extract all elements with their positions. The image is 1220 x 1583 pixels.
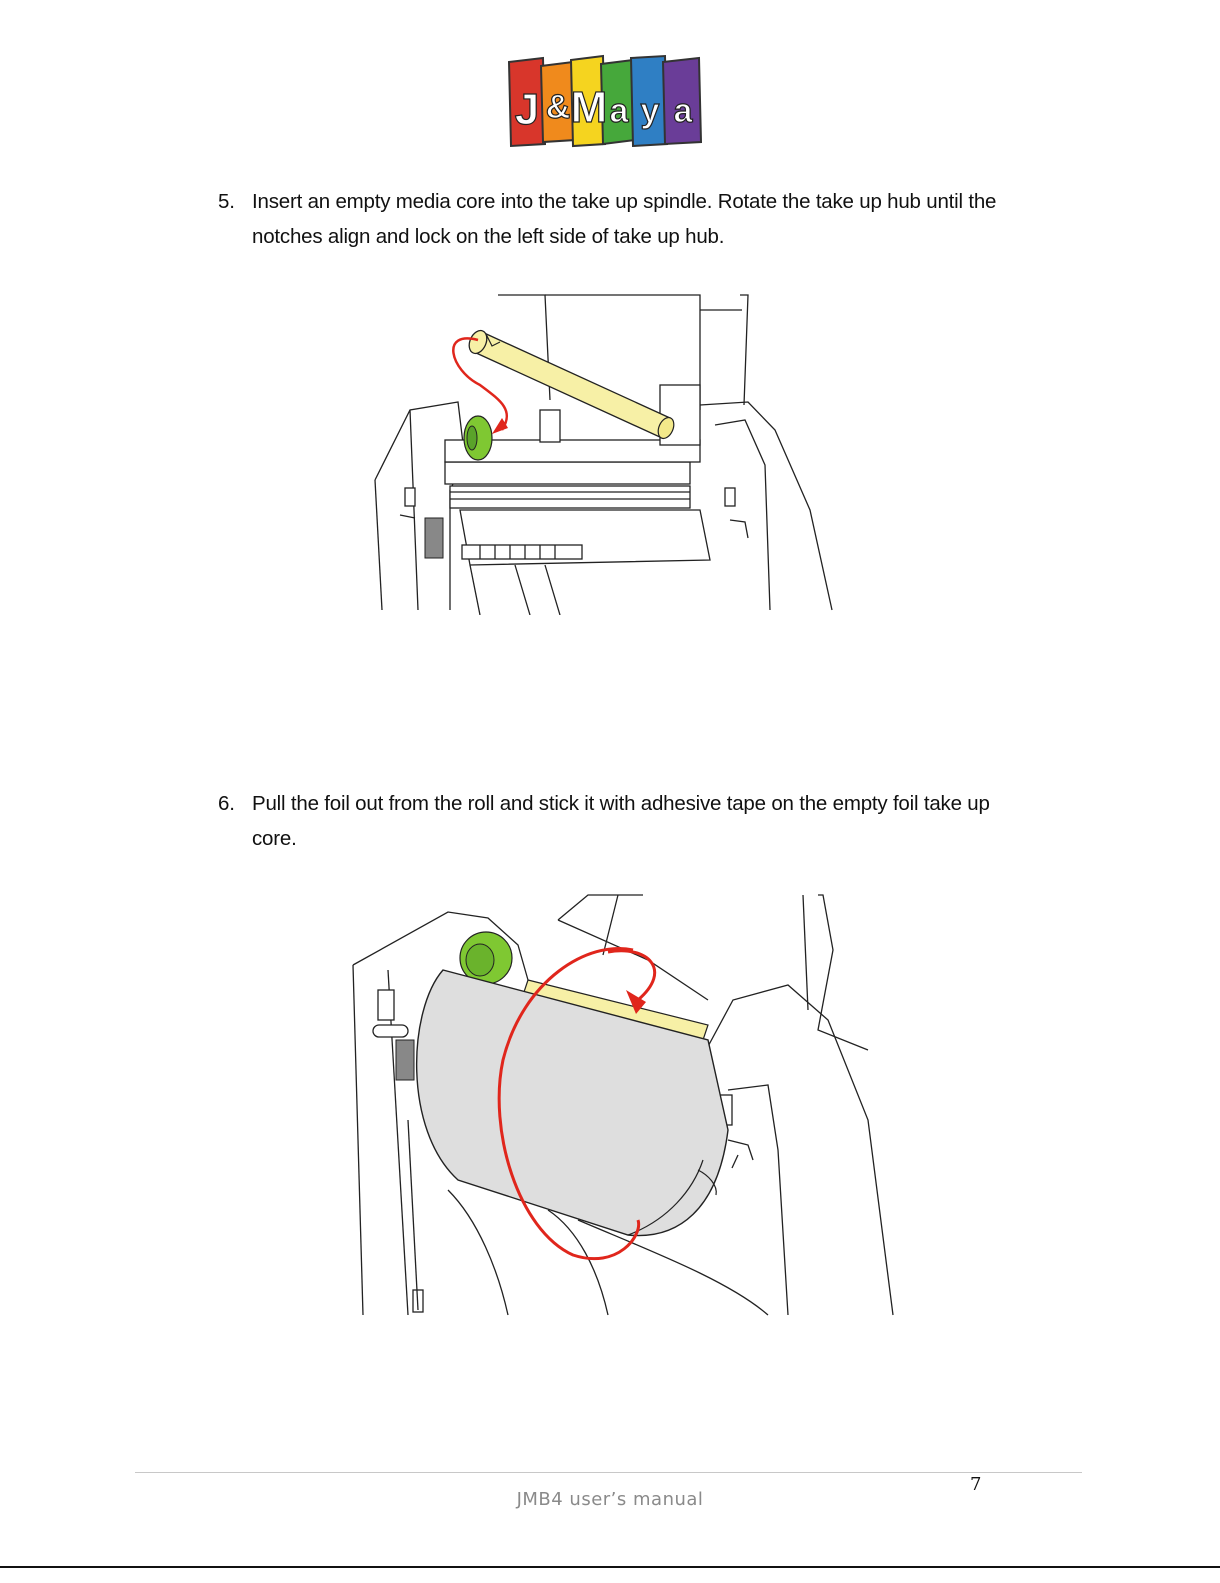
logo-letter: J (515, 85, 539, 134)
logo-letter: a (610, 92, 630, 130)
step-number: 5. (218, 184, 252, 219)
step-5: 5. Insert an empty media core into the t… (218, 184, 1008, 254)
page-bottom-border (0, 1566, 1220, 1568)
insert-core-illustration (370, 290, 840, 615)
take-up-hub (464, 416, 492, 460)
step-text: Insert an empty media core into the take… (252, 184, 1008, 254)
footer-manual-title: JMB4 user’s manual (0, 1489, 1220, 1510)
step-number: 6. (218, 786, 252, 821)
logo-letter: & (546, 88, 571, 126)
step-6: 6. Pull the foil out from the roll and s… (218, 786, 1008, 856)
empty-media-core (466, 328, 677, 441)
footer-divider (135, 1472, 1082, 1473)
foil-sheet (417, 970, 728, 1236)
foil-tape-illustration (348, 890, 896, 1320)
logo-letter: y (641, 92, 660, 130)
logo-letter: M (571, 83, 608, 132)
logo-letter: a (674, 92, 694, 130)
step-text: Pull the foil out from the roll and stic… (252, 786, 1008, 856)
